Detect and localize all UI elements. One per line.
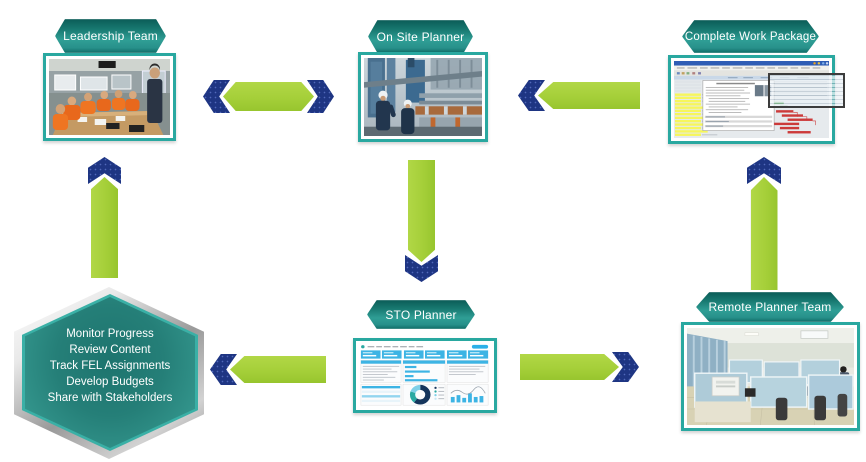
arrow-body bbox=[223, 82, 314, 111]
cwp-detail-callout-box bbox=[768, 73, 845, 108]
arrow-hexagon-to-leadership bbox=[88, 157, 121, 278]
arrow-body bbox=[91, 177, 118, 278]
photo-remote-planner-team bbox=[681, 322, 860, 431]
leadership-meeting-scene bbox=[49, 59, 170, 135]
banner-leadership-team: Leadership Team bbox=[55, 19, 166, 53]
banner-leadership-team-label: Leadership Team bbox=[63, 29, 158, 43]
banner-on-site-planner-label: On Site Planner bbox=[376, 29, 465, 44]
banner-remote-planner-team-label: Remote Planner Team bbox=[708, 300, 832, 314]
banner-sto-planner: STO Planner bbox=[367, 300, 475, 329]
industrial-plant-scene bbox=[364, 58, 482, 136]
banner-remote-planner-team: Remote Planner Team bbox=[696, 292, 844, 322]
office-cubicles-scene bbox=[687, 328, 854, 425]
hexagon-line-3: Track FEL Assignments bbox=[49, 359, 171, 372]
arrow-body bbox=[230, 356, 326, 383]
arrow-body bbox=[538, 82, 640, 109]
photo-leadership-team bbox=[43, 53, 176, 141]
banner-on-site-planner: On Site Planner bbox=[368, 20, 473, 53]
hexagon-content: Monitor Progress Review Content Track FE… bbox=[25, 297, 195, 448]
arrow-onsite-to-sto bbox=[405, 160, 438, 282]
arrow-body bbox=[520, 354, 619, 380]
arrow-body bbox=[750, 177, 778, 290]
arrow-sto-to-hexagon bbox=[210, 354, 326, 385]
photo-on-site-planner bbox=[358, 52, 488, 142]
arrow-body bbox=[408, 160, 435, 262]
hexagon-line-5: Share with Stakeholders bbox=[47, 391, 173, 404]
banner-sto-planner-label: STO Planner bbox=[385, 307, 457, 322]
dashboard-scene bbox=[359, 344, 491, 407]
hexagon-line-4: Develop Budgets bbox=[66, 375, 154, 388]
arrow-leadership-onsite-double bbox=[203, 80, 334, 113]
banner-complete-work-package-label: Complete Work Package bbox=[684, 30, 817, 43]
banner-complete-work-package: Complete Work Package bbox=[682, 20, 819, 53]
hexagon-line-2: Review Content bbox=[69, 343, 151, 356]
arrow-cwp-to-onsite bbox=[518, 80, 640, 111]
arrow-sto-to-remote bbox=[520, 352, 639, 382]
hexagon-activities: Monitor Progress Review Content Track FE… bbox=[14, 287, 204, 459]
hexagon-line-1: Monitor Progress bbox=[66, 327, 154, 340]
arrow-remote-to-cwp bbox=[747, 157, 781, 290]
screenshot-sto-planner-dashboard bbox=[353, 338, 497, 413]
